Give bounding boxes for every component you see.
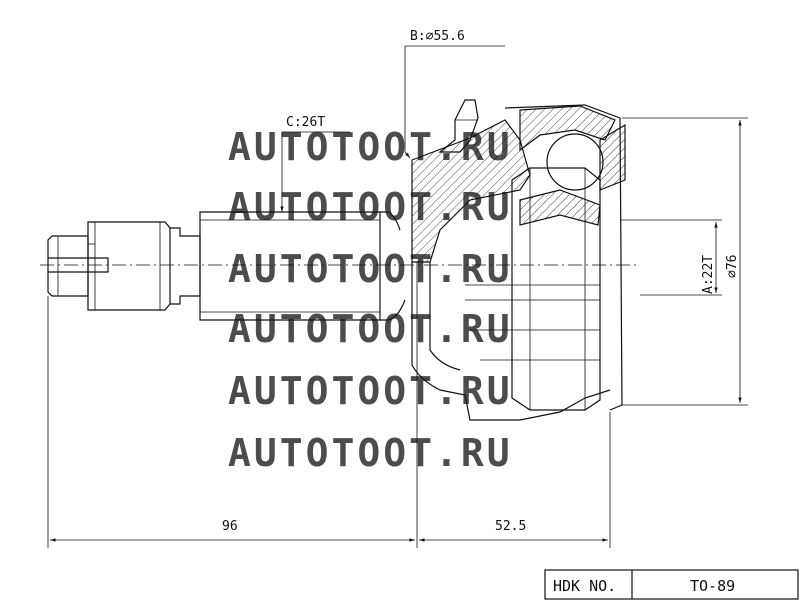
part-number: TO-89	[690, 577, 735, 595]
callout-a-label: A:22T	[701, 255, 716, 294]
watermark: AUTOTOOT.RU AUTOTOOT.RU AUTOTOOT.RU AUTO…	[228, 125, 513, 475]
outer-bell-housing	[411, 99, 626, 421]
dim-outer-diameter: ⌀76	[622, 117, 748, 406]
title-block: HDK NO. TO-89	[544, 569, 799, 600]
dim-52-5-label: 52.5	[495, 519, 526, 534]
dim-inner-spline: A:22T	[620, 219, 722, 296]
callout-b-label: B:⌀55.6	[410, 29, 465, 44]
callout-b: B:⌀55.6	[404, 29, 505, 159]
title-block-label: HDK NO.	[553, 577, 616, 595]
watermark-text: AUTOTOOT.RU	[228, 431, 513, 475]
callout-c-label: C:26T	[286, 115, 325, 130]
dim-96-label: 96	[222, 519, 238, 534]
watermark-text: AUTOTOOT.RU	[228, 125, 513, 169]
callout-c: C:26T	[280, 115, 350, 212]
watermark-text: AUTOTOOT.RU	[228, 247, 513, 291]
watermark-text: AUTOTOOT.RU	[228, 369, 513, 413]
od-label: ⌀76	[725, 255, 740, 278]
watermark-text: AUTOTOOT.RU	[228, 307, 513, 351]
dim-lengths: 96 52.5	[47, 262, 611, 548]
stub-shaft	[47, 211, 406, 321]
watermark-text: AUTOTOOT.RU	[228, 185, 513, 229]
